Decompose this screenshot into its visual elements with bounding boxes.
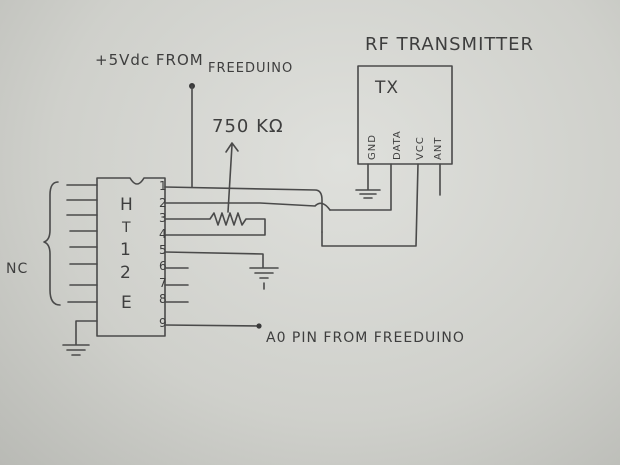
svg-text:2: 2 — [159, 196, 168, 210]
pin-vcc-label: VCC — [415, 136, 426, 160]
nc-label: NC — [6, 261, 28, 277]
svg-text:7: 7 — [159, 276, 168, 290]
ic-name: H T 1 2 E — [120, 195, 134, 313]
svg-text:1: 1 — [120, 240, 132, 260]
svg-text:3: 3 — [159, 211, 168, 225]
svg-text:4: 4 — [159, 227, 168, 241]
nc-brace — [43, 181, 61, 306]
analog-pin-label: A0 PIN FROM FREEDUINO — [266, 330, 465, 346]
power-label-top: +5Vdc FROM — [95, 51, 204, 69]
pin1-wire — [164, 186, 323, 233]
pin9-wire — [164, 324, 259, 327]
analog-terminal — [256, 323, 262, 329]
pin-ant-label: ANT — [433, 137, 444, 160]
data-wire — [329, 163, 392, 211]
ic-pin-numbers: 1 2 3 4 5 6 7 8 9 — [159, 179, 168, 330]
resistor-arrow — [225, 142, 239, 213]
vcc-wire — [321, 163, 419, 247]
svg-text:8: 8 — [159, 292, 168, 306]
tx-label: TX — [374, 78, 399, 98]
resistor-label: 750 KΩ — [212, 116, 284, 137]
tx-module — [357, 65, 453, 165]
svg-text:6: 6 — [159, 259, 168, 273]
svg-text:9: 9 — [159, 316, 168, 330]
ic-pin5-ground-icon — [164, 251, 279, 290]
ht12e-chip — [96, 177, 166, 337]
resistor-icon — [164, 212, 266, 236]
svg-text:H: H — [120, 195, 134, 215]
svg-text:E: E — [121, 293, 133, 313]
pin2-wire — [164, 202, 331, 211]
module-title: RF TRANSMITTER — [365, 34, 534, 55]
unused-pins — [164, 267, 189, 303]
svg-text:2: 2 — [120, 263, 132, 283]
ic-ground-icon — [62, 320, 98, 356]
svg-text:1: 1 — [159, 179, 168, 193]
svg-text:5: 5 — [159, 243, 168, 257]
svg-text:T: T — [121, 220, 132, 236]
tx-ground-icon — [355, 163, 381, 199]
pin-data-label: DATA — [392, 130, 403, 160]
nc-pins — [66, 184, 98, 303]
pin-gnd-label: GND — [367, 134, 378, 160]
power-label-bottom: FREEDUINO — [208, 61, 293, 76]
